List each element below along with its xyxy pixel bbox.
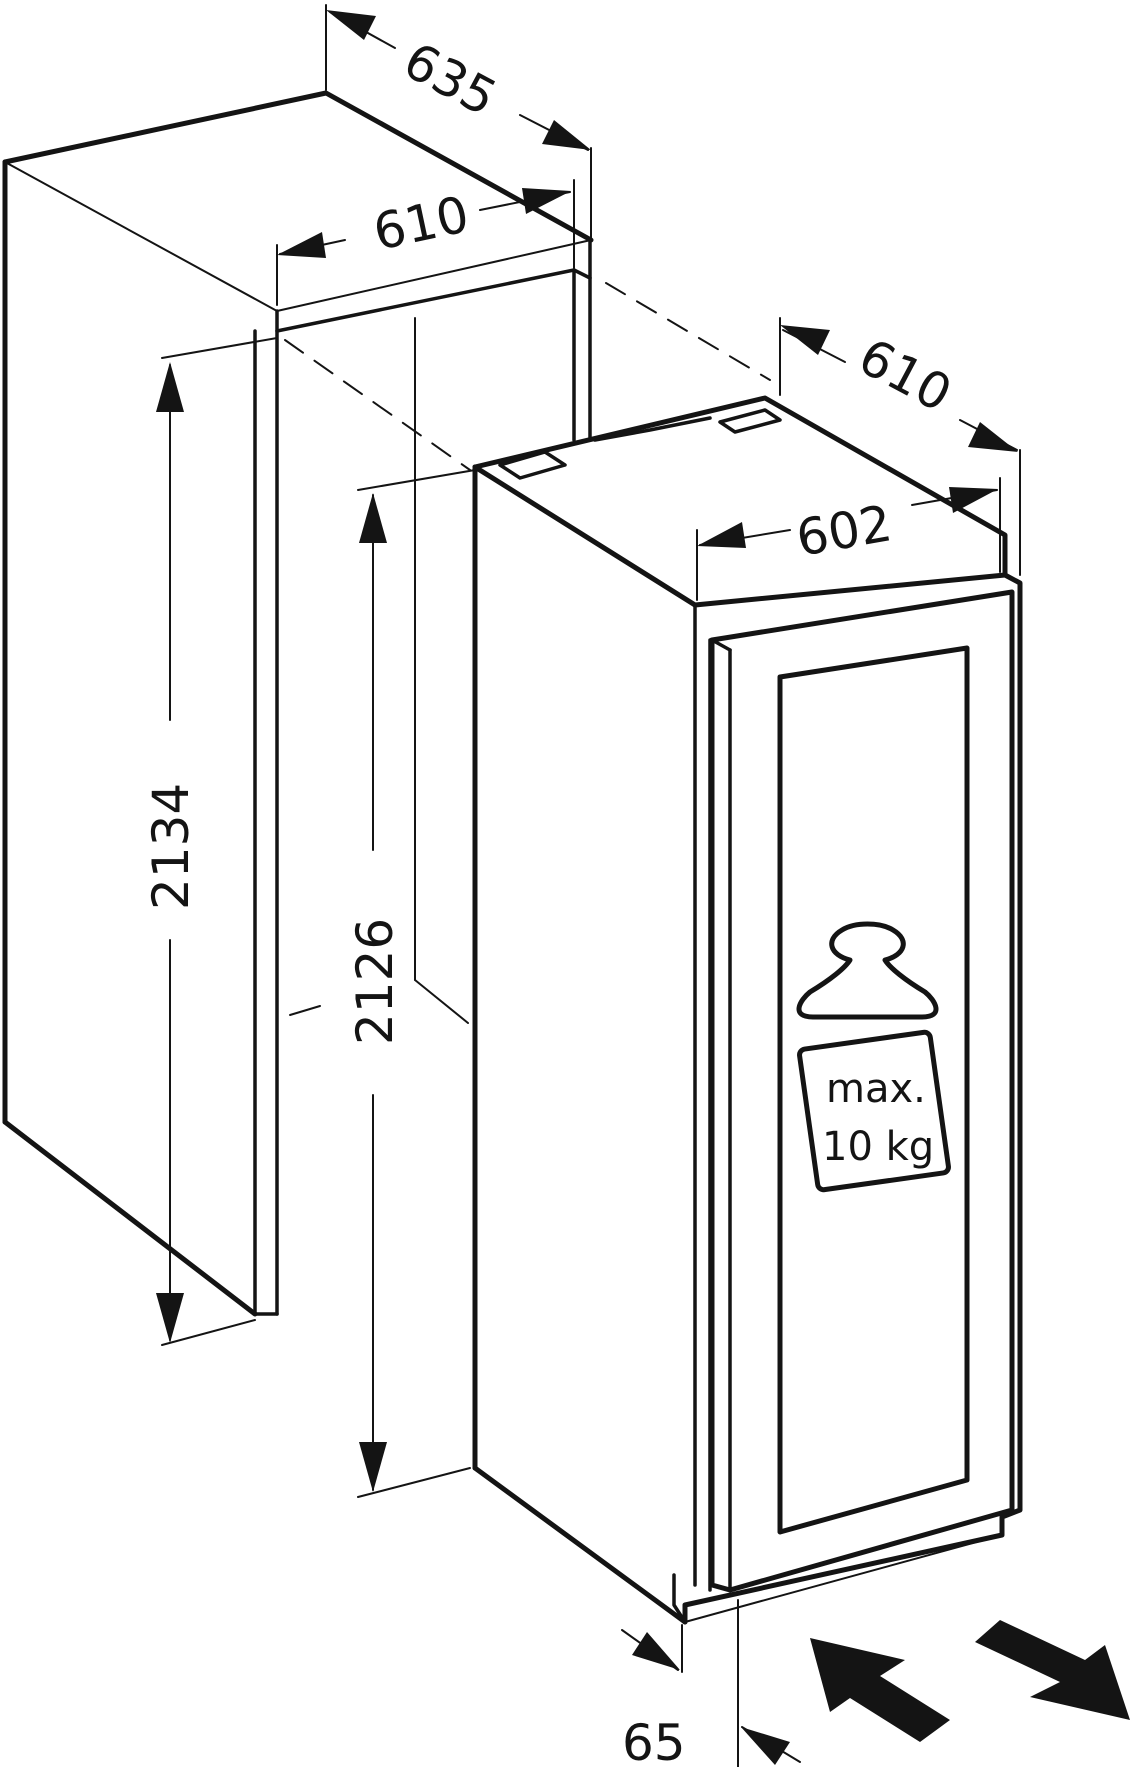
arrow-in-icon bbox=[810, 1638, 950, 1742]
dim-610-appliance-label: 610 bbox=[849, 327, 960, 423]
arrow-out-icon bbox=[975, 1620, 1130, 1720]
appliance bbox=[472, 395, 1023, 1625]
dim-635-label: 635 bbox=[394, 31, 505, 127]
dim-appliance-height: 2126 bbox=[346, 469, 476, 1498]
dim-602-label: 602 bbox=[792, 494, 896, 568]
dim-niche-width: 610 bbox=[276, 179, 575, 306]
dim-65-label: 65 bbox=[622, 1714, 686, 1767]
niche-cabinet bbox=[2, 90, 594, 1317]
dim-2126-label: 2126 bbox=[346, 918, 404, 1045]
weight-icon: max. 10 kg bbox=[796, 921, 951, 1193]
dim-610-niche-label: 610 bbox=[368, 185, 473, 262]
alignment-lines bbox=[284, 282, 771, 471]
dim-plinth-offset: 65 bbox=[621, 1599, 801, 1767]
weight-label-line2: 10 kg bbox=[822, 1124, 934, 1170]
weight-label-line1: max. bbox=[826, 1066, 926, 1112]
dim-niche-height: 2134 bbox=[142, 337, 278, 1346]
dim-2134-label: 2134 bbox=[142, 783, 200, 910]
